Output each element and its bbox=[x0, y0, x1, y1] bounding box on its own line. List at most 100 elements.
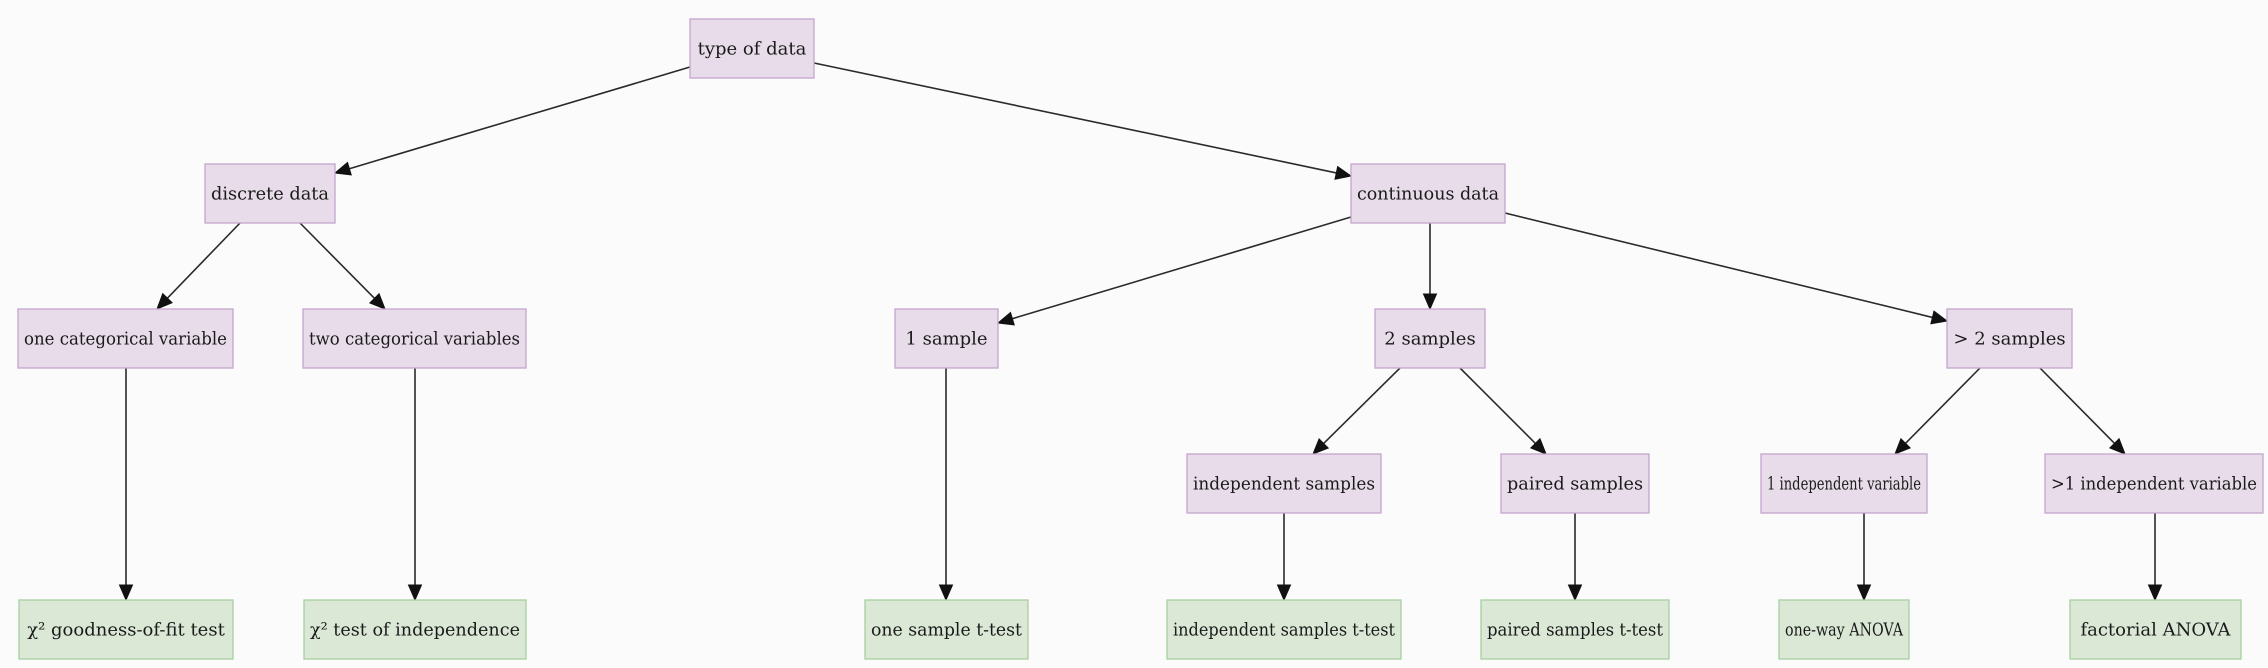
node-one-sample: 1 sample bbox=[894, 308, 999, 369]
node-one-categorical-variable: one categorical variable bbox=[17, 308, 234, 369]
decision-box bbox=[204, 163, 336, 224]
node-label: > 2 samples bbox=[1953, 329, 2065, 350]
arrowhead-icon bbox=[1930, 310, 1949, 325]
arrowhead-icon bbox=[1529, 437, 1547, 455]
node-factorial-anova: factorial ANOVA bbox=[2069, 599, 2242, 660]
arrowhead-icon bbox=[407, 584, 423, 602]
arrowhead-icon bbox=[2108, 437, 2126, 455]
test-box bbox=[2069, 599, 2242, 660]
edge-line bbox=[2039, 367, 2116, 444]
node-discrete-data: discrete data bbox=[204, 163, 336, 224]
decision-box bbox=[689, 18, 815, 79]
test-box bbox=[1778, 599, 1910, 660]
edge-line bbox=[299, 222, 376, 299]
arrowhead-icon bbox=[1334, 165, 1353, 180]
decision-box bbox=[2044, 453, 2264, 514]
edge-line bbox=[1904, 367, 1981, 444]
decision-box bbox=[1186, 453, 1382, 514]
test-box bbox=[1480, 599, 1670, 660]
test-box bbox=[1166, 599, 1402, 660]
arrowhead-icon bbox=[2147, 584, 2163, 602]
edge-paired-samples-to-paired-samples-t-test bbox=[1567, 513, 1583, 602]
edge-type-of-data-to-continuous-data bbox=[813, 62, 1353, 180]
edge-two-categorical-variables-to-chi-square-independence bbox=[407, 368, 423, 602]
node-label: factorial ANOVA bbox=[2080, 620, 2231, 641]
edge-line bbox=[813, 62, 1337, 174]
node-independent-samples-t-test: independent samples t-test bbox=[1166, 599, 1402, 660]
node-chi-square-goodness-of-fit: χ² goodness-of-fit test bbox=[18, 599, 234, 660]
edge-line bbox=[349, 66, 691, 170]
edge-one-independent-variable-to-one-way-anova bbox=[1856, 513, 1872, 602]
node-label: χ² test of independence bbox=[310, 620, 520, 641]
arrowhead-icon bbox=[1312, 437, 1330, 455]
arrowhead-icon bbox=[1567, 584, 1583, 602]
edge-continuous-data-to-two-samples bbox=[1422, 223, 1438, 311]
node-label: discrete data bbox=[211, 184, 329, 205]
edge-independent-samples-to-independent-samples-t-test bbox=[1276, 513, 1292, 602]
arrowhead-icon bbox=[333, 161, 352, 176]
node-label: 2 samples bbox=[1384, 329, 1475, 350]
node-label: >1 independent variable bbox=[2051, 474, 2257, 495]
decision-box bbox=[894, 308, 999, 369]
node-one-sample-t-test: one sample t-test bbox=[864, 599, 1029, 660]
node-label: one categorical variable bbox=[24, 329, 227, 350]
node-continuous-data: continuous data bbox=[1350, 163, 1506, 224]
node-one-independent-variable: 1 independent variable bbox=[1760, 453, 1928, 514]
decision-box bbox=[1374, 308, 1486, 369]
edge-line bbox=[1323, 367, 1401, 445]
arrowhead-icon bbox=[156, 292, 173, 310]
edge-line bbox=[1012, 216, 1352, 320]
edge-discrete-data-to-one-categorical-variable bbox=[156, 222, 241, 310]
node-layer: type of data discrete data continuous data… bbox=[17, 18, 2264, 660]
edge-line bbox=[1459, 367, 1536, 444]
node-label: type of data bbox=[698, 39, 807, 60]
decision-box bbox=[17, 308, 234, 369]
test-box bbox=[18, 599, 234, 660]
node-label: independent samples t-test bbox=[1173, 620, 1396, 641]
node-chi-square-independence: χ² test of independence bbox=[303, 599, 527, 660]
node-label: paired samples t-test bbox=[1487, 620, 1664, 641]
node-label: two categorical variables bbox=[309, 329, 520, 350]
node-paired-samples-t-test: paired samples t-test bbox=[1480, 599, 1670, 660]
node-type-of-data: type of data bbox=[689, 18, 815, 79]
edge-line bbox=[1504, 212, 1933, 319]
decision-box bbox=[302, 308, 527, 369]
test-box bbox=[864, 599, 1029, 660]
edge-two-samples-to-independent-samples bbox=[1312, 367, 1401, 455]
arrowhead-icon bbox=[1894, 437, 1912, 455]
node-two-categorical-variables: two categorical variables bbox=[302, 308, 527, 369]
arrowhead-icon bbox=[938, 584, 954, 602]
node-paired-samples: paired samples bbox=[1500, 453, 1650, 514]
node-label: one-way ANOVA bbox=[1785, 620, 1904, 641]
arrowhead-icon bbox=[1856, 584, 1872, 602]
node-label: continuous data bbox=[1357, 184, 1499, 205]
node-label: paired samples bbox=[1507, 474, 1643, 495]
node-more-than-two-samples: > 2 samples bbox=[1946, 308, 2073, 369]
arrowhead-icon bbox=[996, 311, 1015, 326]
node-label: independent samples bbox=[1193, 474, 1375, 495]
edge-one-categorical-variable-to-chi-square-goodness-of-fit bbox=[118, 368, 134, 602]
edge-continuous-data-to-more-than-two-samples bbox=[1504, 212, 1949, 325]
node-multiple-independent-variables: >1 independent variable bbox=[2044, 453, 2264, 514]
edge-one-sample-to-one-sample-t-test bbox=[938, 368, 954, 602]
edge-layer bbox=[118, 62, 2163, 602]
node-two-samples: 2 samples bbox=[1374, 308, 1486, 369]
arrowhead-icon bbox=[1422, 293, 1438, 311]
edge-type-of-data-to-discrete-data bbox=[333, 66, 691, 176]
edge-more-than-two-samples-to-multiple-independent-variables bbox=[2039, 367, 2126, 455]
arrowhead-icon bbox=[368, 292, 386, 310]
node-label: one sample t-test bbox=[871, 620, 1023, 641]
edge-discrete-data-to-two-categorical-variables bbox=[299, 222, 386, 310]
decision-box bbox=[1500, 453, 1650, 514]
edge-multiple-independent-variables-to-factorial-anova bbox=[2147, 513, 2163, 602]
decision-box bbox=[1760, 453, 1928, 514]
node-label: χ² goodness-of-fit test bbox=[27, 620, 225, 641]
decision-box bbox=[1350, 163, 1506, 224]
edge-line bbox=[166, 222, 241, 299]
node-label: 1 independent variable bbox=[1767, 474, 1921, 495]
edge-continuous-data-to-one-sample bbox=[996, 216, 1352, 326]
decision-box bbox=[1946, 308, 2073, 369]
edge-two-samples-to-paired-samples bbox=[1459, 367, 1547, 455]
test-box bbox=[303, 599, 527, 660]
